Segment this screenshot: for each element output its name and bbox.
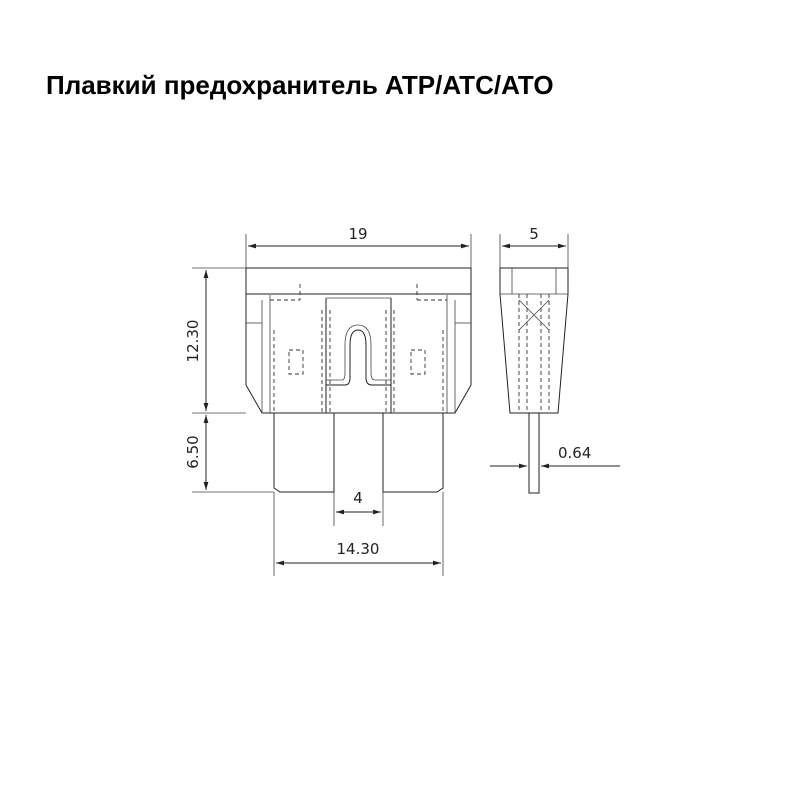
front-view	[245, 267, 472, 493]
side-body-outline	[499, 267, 569, 414]
dim-thickness-label: 5	[529, 225, 539, 243]
right-blade	[382, 413, 444, 493]
fuse-body-outline	[245, 294, 472, 414]
dim-blade-thickness-label: 0.64	[558, 444, 591, 462]
dim-blade-length-label: 6.50	[184, 435, 202, 468]
dim-blade-span-label: 14.30	[337, 540, 380, 558]
dim-blade-gap-label: 4	[353, 489, 363, 507]
page-title: Плавкий предохранитель ATP/ATC/ATO	[46, 70, 554, 100]
dim-width-label: 19	[348, 225, 367, 243]
dim-body-height-label: 12.30	[184, 320, 202, 363]
left-blade	[273, 413, 335, 493]
dimension-lines	[192, 234, 620, 576]
side-blade	[528, 412, 540, 494]
fuse-top-cap	[245, 267, 472, 295]
fuse-element	[326, 329, 391, 386]
